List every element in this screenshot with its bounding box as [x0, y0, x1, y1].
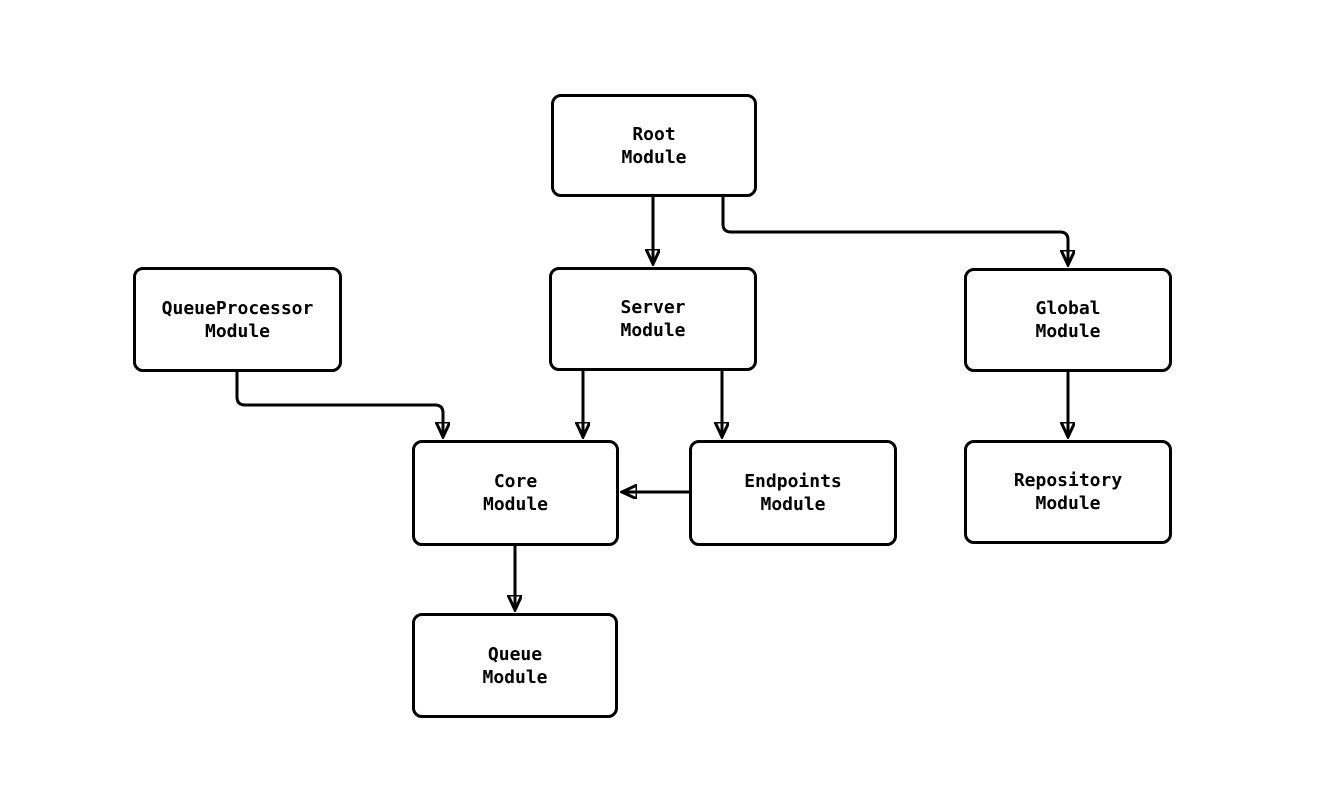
node-label-line2: Module: [482, 666, 548, 688]
node-label-line1: Core: [493, 471, 538, 492]
node-label-line1: Repository: [1013, 470, 1123, 491]
node-queueprocessor-module: QueueProcessor Module: [133, 267, 342, 372]
node-queue-module: Queue Module: [412, 613, 618, 718]
node-label-line1: Endpoints: [744, 471, 842, 492]
node-repository-module: Repository Module: [964, 440, 1172, 544]
node-label-line1: QueueProcessor: [161, 297, 314, 319]
edge-root-to-global: [721, 197, 1068, 265]
node-label-line1: Queue: [487, 643, 543, 665]
node-label-line1: Server: [620, 297, 686, 318]
node-label-line2: Module: [482, 494, 549, 515]
node-endpoints-module: Endpoints Module: [689, 440, 897, 546]
node-root-module: Root Module: [551, 94, 757, 197]
node-label-line2: Module: [620, 320, 686, 341]
node-label-line1: Root: [632, 123, 676, 145]
node-label-line2: Module: [204, 320, 271, 342]
node-server-module: Server Module: [549, 267, 757, 371]
node-label-line2: Module: [760, 494, 826, 515]
node-label-line2: Module: [1035, 321, 1101, 342]
node-global-module: Global Module: [964, 268, 1172, 372]
node-label-line2: Module: [1035, 493, 1101, 514]
edge-queueprocessor-to-core: [235, 372, 443, 437]
node-label-line2: Module: [621, 146, 687, 168]
node-label-line1: Global: [1035, 298, 1101, 319]
node-core-module: Core Module: [412, 440, 619, 546]
